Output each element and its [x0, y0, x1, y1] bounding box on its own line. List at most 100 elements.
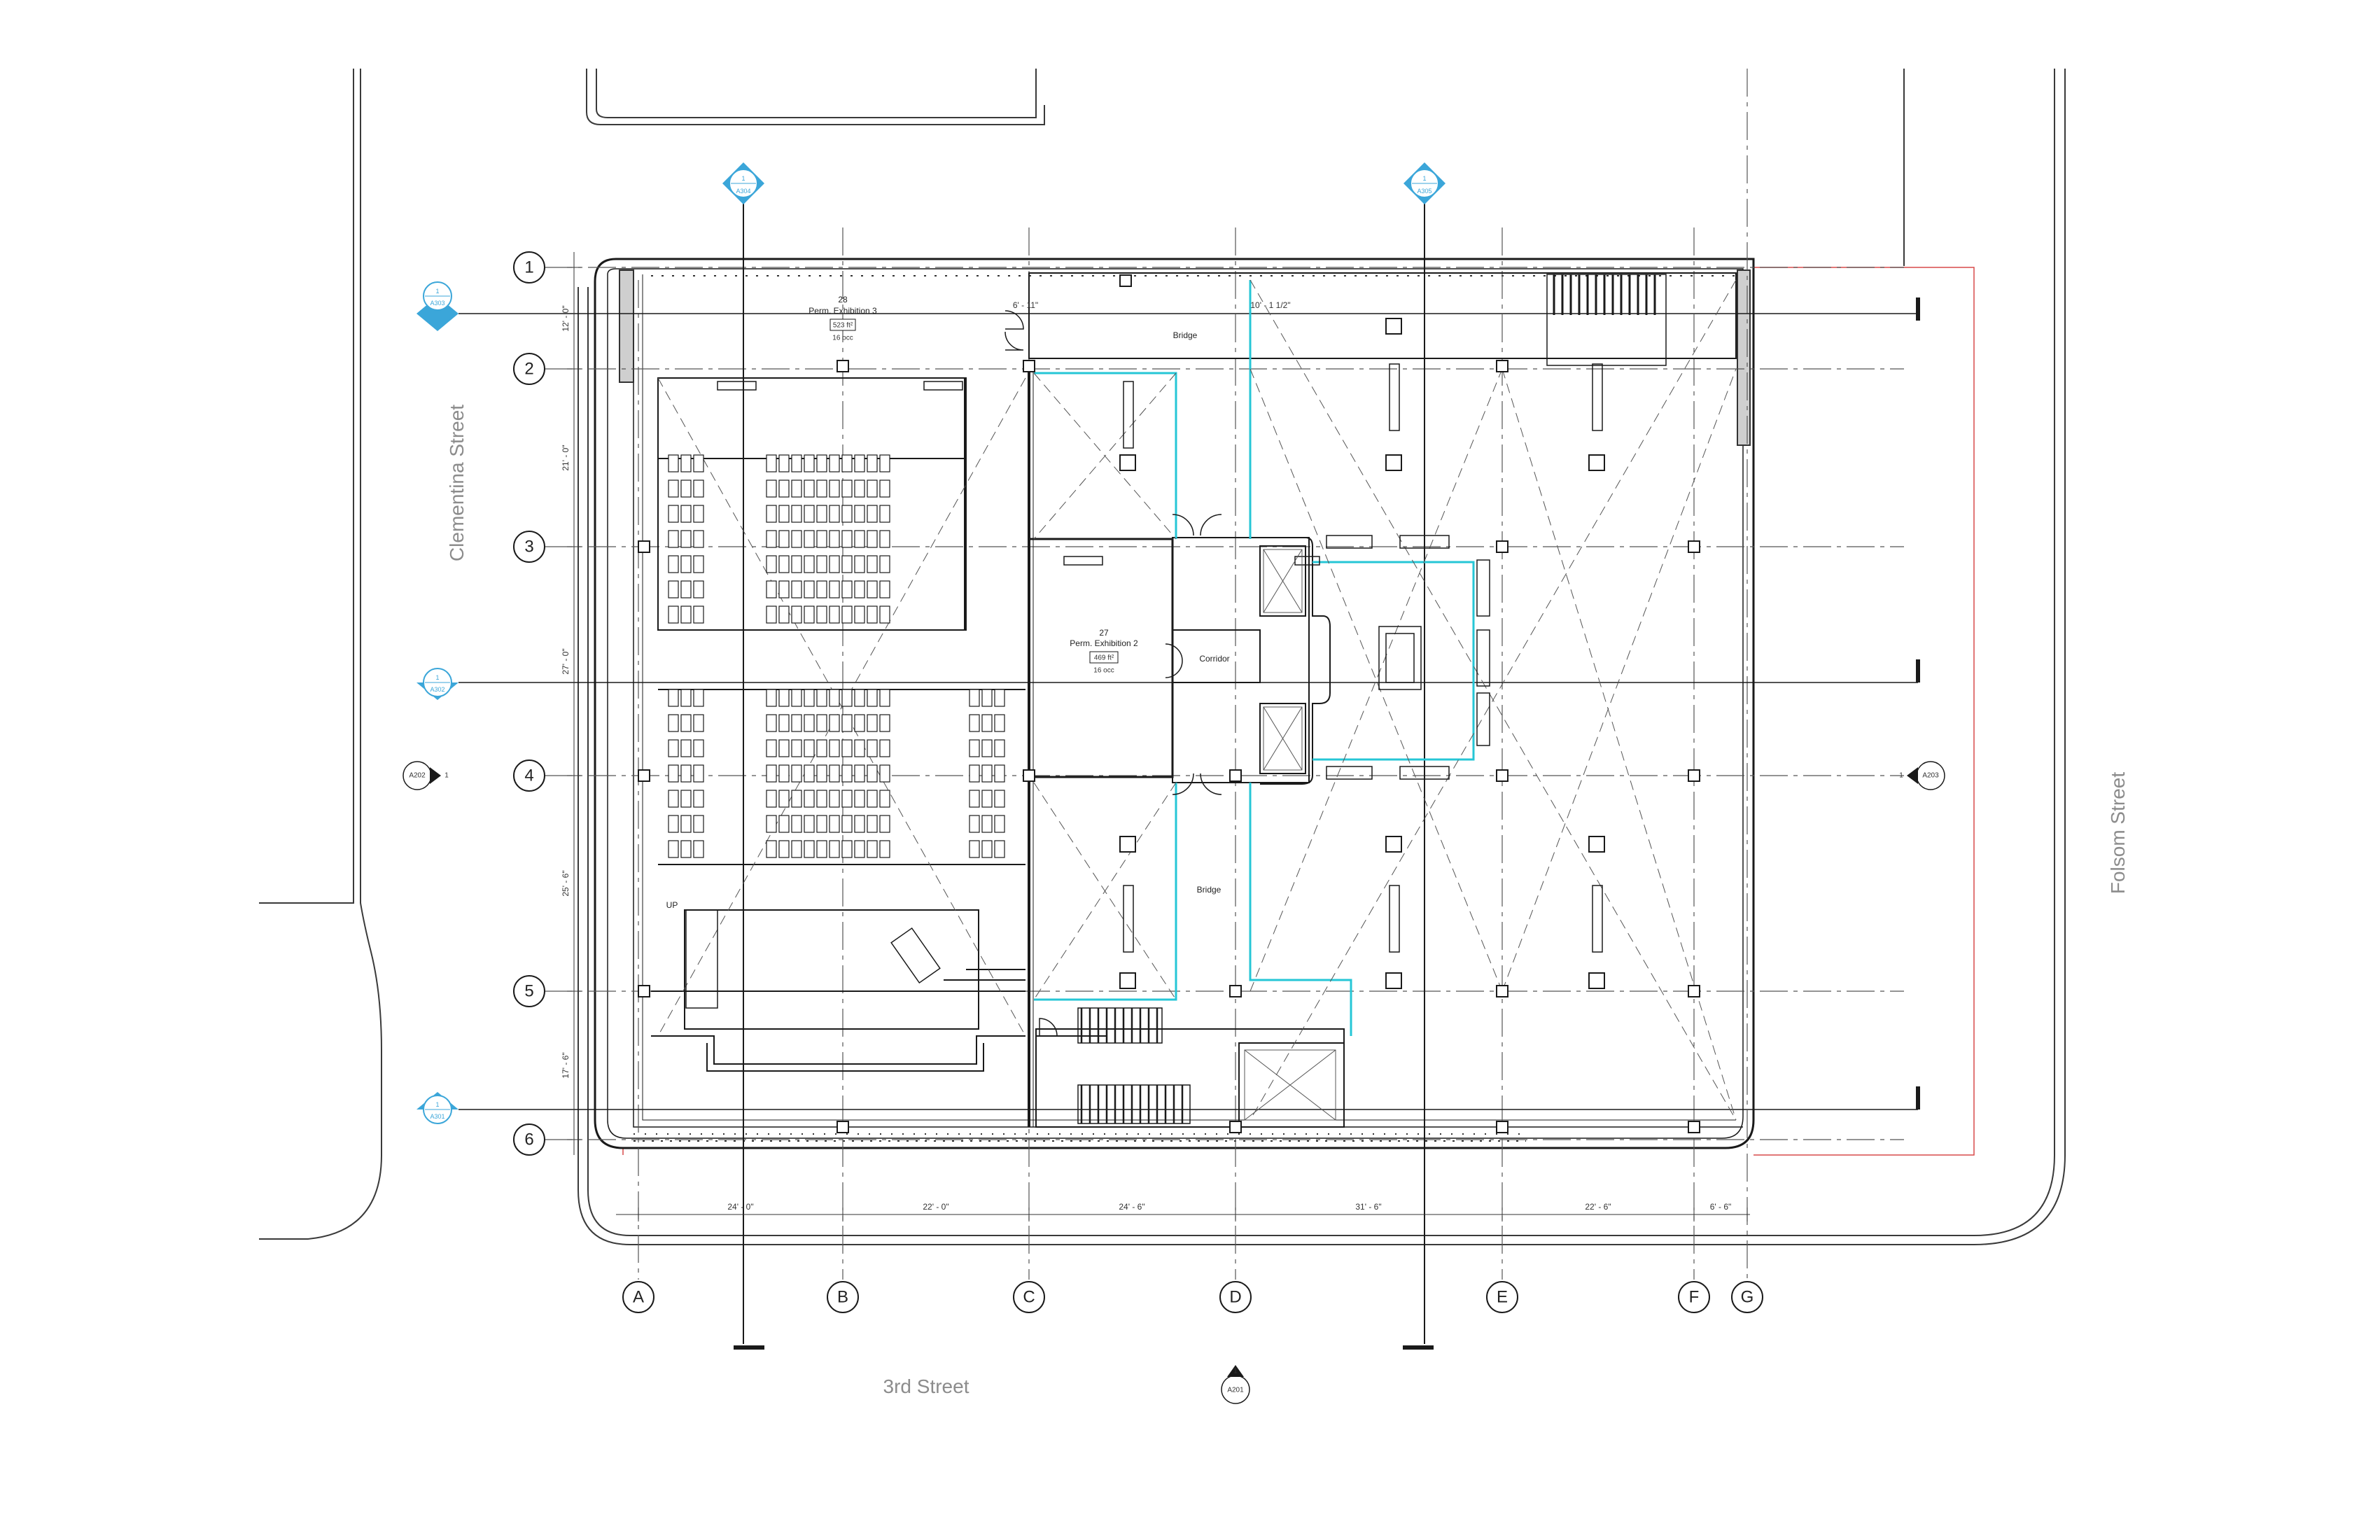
seat	[879, 606, 890, 624]
seat	[778, 840, 790, 858]
seat	[778, 764, 790, 783]
dim-3-4: 27' - 0"	[561, 648, 570, 674]
seat	[778, 606, 790, 624]
elevation-number: 1	[444, 772, 449, 780]
seat	[854, 580, 865, 598]
seat	[841, 815, 853, 833]
seat	[680, 714, 692, 732]
seat	[994, 739, 1005, 757]
seat	[854, 555, 865, 573]
grid-bubbles-columns	[622, 1281, 1763, 1313]
columns	[638, 274, 1700, 1133]
seat	[854, 689, 865, 707]
seat	[791, 454, 802, 472]
room-corridor: Corridor	[1199, 654, 1229, 664]
dim-5-6: 17' - 6"	[561, 1052, 570, 1078]
dim-1-2: 12' - 0"	[561, 305, 570, 331]
seat	[791, 580, 802, 598]
seat	[668, 530, 679, 548]
bridge-width-dim: 10' - 1 1/2"	[1250, 300, 1290, 310]
seat	[816, 555, 827, 573]
grid-bubble-5	[513, 975, 545, 1007]
seat	[680, 815, 692, 833]
grid-bubble-3	[513, 531, 545, 563]
seat	[680, 790, 692, 808]
seat	[766, 479, 777, 498]
seat	[668, 689, 679, 707]
elevation-number: 1	[1899, 772, 1903, 780]
section-sheet: A304	[736, 188, 750, 195]
elevation-sheet: A203	[1922, 772, 1939, 780]
seat	[829, 479, 840, 498]
seat	[778, 714, 790, 732]
seat	[693, 790, 704, 808]
seat	[804, 790, 815, 808]
dim-a-b: 24' - 0"	[727, 1202, 753, 1212]
seat	[816, 714, 827, 732]
seat	[804, 555, 815, 573]
room-number: 28	[838, 295, 848, 304]
dim-4-5: 25' - 6"	[561, 870, 570, 896]
seat	[829, 840, 840, 858]
section-sheet: A302	[430, 686, 444, 693]
seat	[680, 479, 692, 498]
seat	[867, 505, 878, 523]
seat	[829, 530, 840, 548]
seat	[778, 790, 790, 808]
seat	[879, 530, 890, 548]
seat	[693, 580, 704, 598]
grid-labels-columns: A B C D E F G	[633, 1287, 1754, 1306]
seat	[829, 580, 840, 598]
section-sheet: A305	[1417, 188, 1432, 195]
seat	[841, 764, 853, 783]
seat	[680, 454, 692, 472]
seat	[879, 764, 890, 783]
seat	[867, 739, 878, 757]
seat	[804, 689, 815, 707]
seat	[766, 530, 777, 548]
grid-label-6: 6	[524, 1130, 533, 1149]
seat	[969, 739, 980, 757]
seat	[668, 739, 679, 757]
interior-walls	[651, 272, 1737, 1128]
seat	[854, 479, 865, 498]
seat	[778, 739, 790, 757]
seat	[994, 689, 1005, 707]
seat	[693, 815, 704, 833]
seat	[841, 739, 853, 757]
seat	[879, 739, 890, 757]
seat	[854, 739, 865, 757]
room-exhibit-3: 28 Perm. Exhibition 3 523 ft² 16 occ	[808, 295, 877, 342]
seat	[829, 505, 840, 523]
seat	[969, 815, 980, 833]
section-marker-a304: 1 A304	[722, 162, 764, 204]
seat	[680, 580, 692, 598]
seat	[766, 764, 777, 783]
seat	[668, 479, 679, 498]
room-occupancy: 16 occ	[1093, 667, 1114, 675]
seat	[766, 714, 777, 732]
seat	[879, 815, 890, 833]
seat	[668, 454, 679, 472]
seat	[680, 840, 692, 858]
seat	[693, 555, 704, 573]
grid-label-a: A	[633, 1287, 644, 1306]
seat	[668, 790, 679, 808]
grid-label-d: D	[1229, 1287, 1241, 1306]
seat	[829, 689, 840, 707]
seat	[668, 505, 679, 523]
property-line	[622, 267, 1975, 1156]
seat	[854, 764, 865, 783]
grid-bubble-b	[827, 1281, 859, 1313]
seat	[854, 505, 865, 523]
seat	[804, 714, 815, 732]
seat	[816, 454, 827, 472]
seat	[841, 555, 853, 573]
room-name: Perm. Exhibition 3	[808, 306, 877, 316]
seat	[867, 764, 878, 783]
stair-up-label: UP	[666, 900, 678, 910]
seat	[791, 689, 802, 707]
grid-bubble-d	[1219, 1281, 1252, 1313]
doors	[1004, 310, 1222, 1037]
